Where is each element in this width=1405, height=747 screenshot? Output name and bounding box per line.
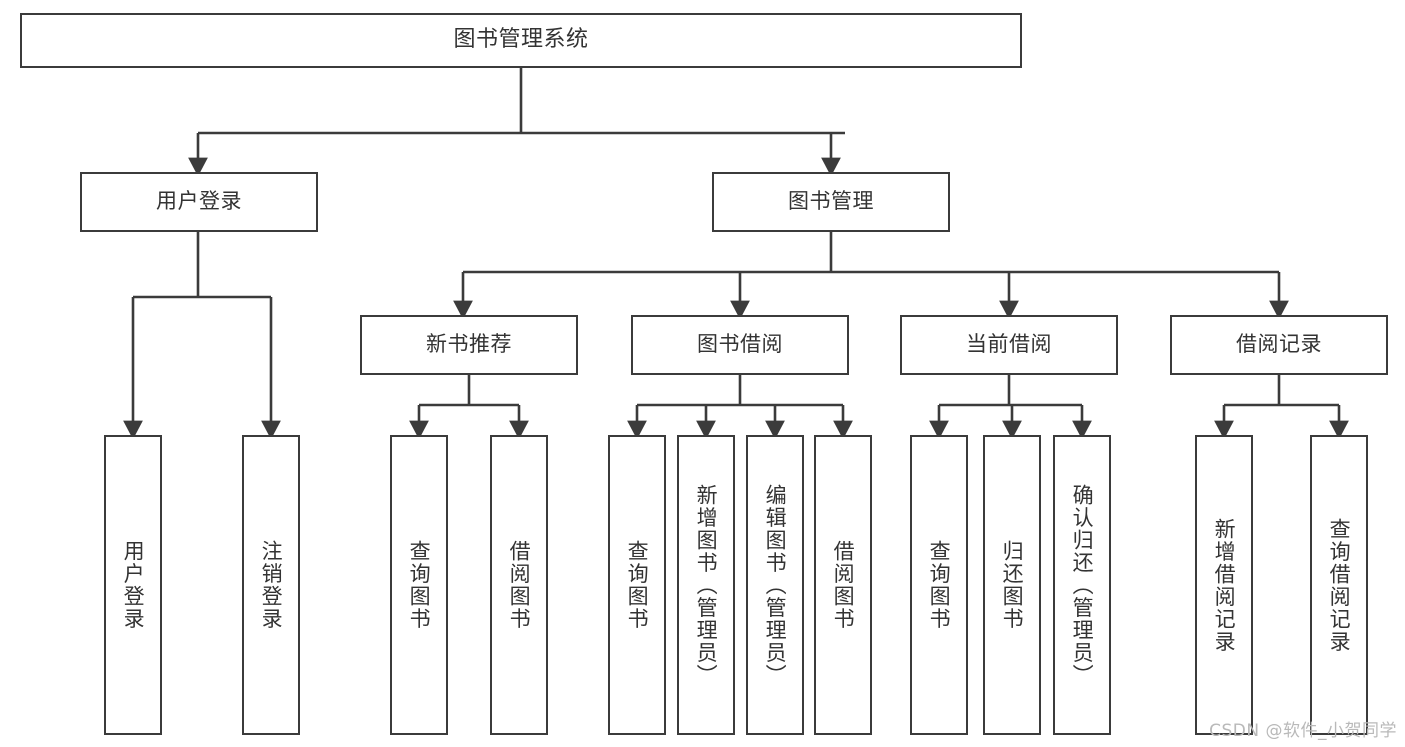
- node-label: 借阅记录: [1236, 332, 1322, 357]
- node-current-borrow[interactable]: 当前借阅: [900, 315, 1118, 375]
- node-label: 新增借阅记录: [1212, 517, 1237, 653]
- node-label: 查询图书: [927, 540, 952, 630]
- node-label: 编辑图书（管理员）: [763, 483, 788, 687]
- leaf-borrow-record-query-record[interactable]: 查询借阅记录: [1310, 435, 1368, 735]
- node-label: 查询借阅记录: [1327, 517, 1352, 653]
- node-label: 归还图书: [1000, 540, 1025, 630]
- node-book-borrow[interactable]: 图书借阅: [631, 315, 849, 375]
- node-label: 用户登录: [121, 540, 146, 630]
- leaf-current-borrow-confirm-return-admin[interactable]: 确认归还（管理员）: [1053, 435, 1111, 735]
- node-borrow-record[interactable]: 借阅记录: [1170, 315, 1388, 375]
- node-label: 借阅图书: [831, 540, 856, 630]
- node-label: 用户登录: [156, 189, 242, 214]
- leaf-new-book-borrow-book[interactable]: 借阅图书: [490, 435, 548, 735]
- node-label: 确认归还（管理员）: [1070, 483, 1095, 687]
- leaf-current-borrow-query-book[interactable]: 查询图书: [910, 435, 968, 735]
- csdn-watermark: CSDN @软件_小贺同学: [1209, 721, 1397, 741]
- node-label: 当前借阅: [966, 332, 1052, 357]
- leaf-book-borrow-borrow-book[interactable]: 借阅图书: [814, 435, 872, 735]
- node-new-book-recommend[interactable]: 新书推荐: [360, 315, 578, 375]
- node-label: 新增图书（管理员）: [694, 483, 719, 687]
- leaf-book-borrow-edit-book-admin[interactable]: 编辑图书（管理员）: [746, 435, 804, 735]
- node-label: 查询图书: [625, 540, 650, 630]
- leaf-new-book-query-book[interactable]: 查询图书: [390, 435, 448, 735]
- node-label: 图书管理: [788, 189, 874, 214]
- node-user-login[interactable]: 用户登录: [80, 172, 318, 232]
- node-label: 注销登录: [259, 540, 284, 630]
- leaf-user-login-logout[interactable]: 注销登录: [242, 435, 300, 735]
- node-root-book-management-system[interactable]: 图书管理系统: [20, 13, 1022, 68]
- node-label: 图书借阅: [697, 332, 783, 357]
- node-label: 查询图书: [407, 540, 432, 630]
- node-label: 图书管理系统: [453, 27, 589, 53]
- leaf-book-borrow-query-book[interactable]: 查询图书: [608, 435, 666, 735]
- node-label: 新书推荐: [426, 332, 512, 357]
- node-book-management[interactable]: 图书管理: [712, 172, 950, 232]
- leaf-current-borrow-return-book[interactable]: 归还图书: [983, 435, 1041, 735]
- node-label: 借阅图书: [507, 540, 532, 630]
- leaf-user-login-login[interactable]: 用户登录: [104, 435, 162, 735]
- leaf-borrow-record-add-record[interactable]: 新增借阅记录: [1195, 435, 1253, 735]
- leaf-book-borrow-add-book-admin[interactable]: 新增图书（管理员）: [677, 435, 735, 735]
